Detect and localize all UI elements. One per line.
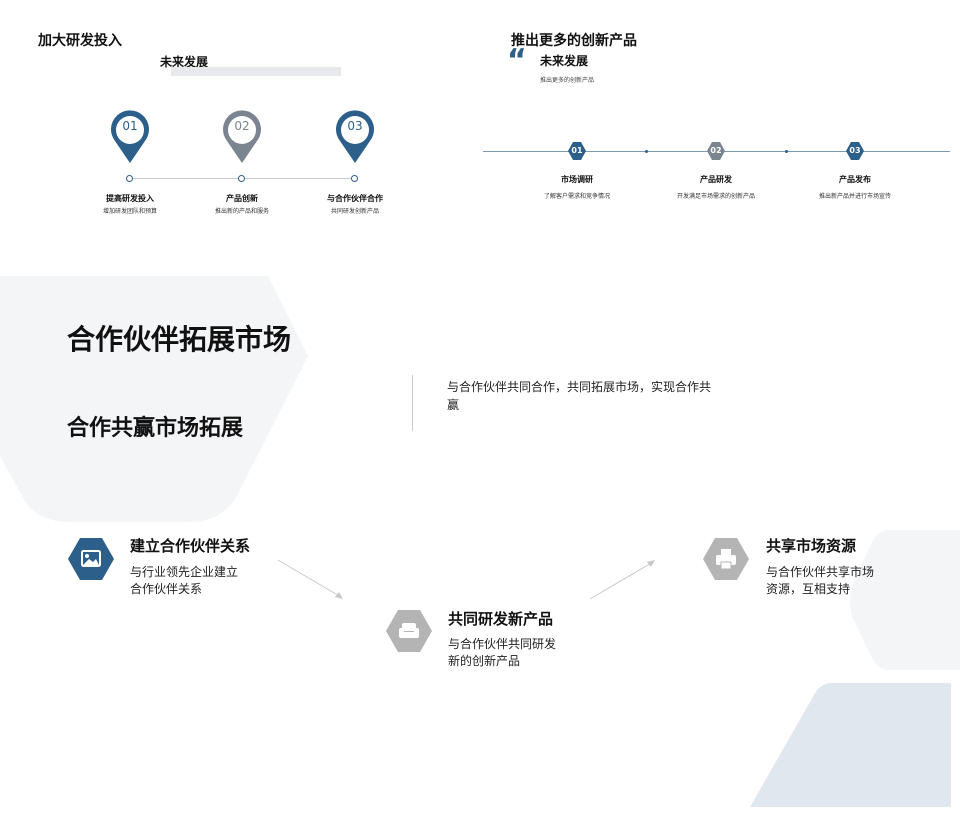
step-label: 产品研发 [700,175,732,184]
item-title: 共享市场资源 [766,537,857,555]
subtitle-bar [171,67,341,76]
panel-title: 推出更多的创新产品 [511,33,637,49]
timeline-node [351,175,358,182]
intro-text: 与合作伙伴共同合作，共同拓展市场，实现合作共赢 [447,380,712,412]
map-pin-icon: 03 [335,110,375,164]
step-desc: 了解客户需求和竞争情况 [543,193,610,200]
step-badge: 03 [845,141,865,161]
timeline-node [126,175,133,182]
background-hexagon-right [850,530,960,670]
timeline-dot [645,150,648,153]
panel-subtitle: 未来发展 [160,55,209,69]
step-label: 产品发布 [839,175,871,184]
page-title: 合作伙伴拓展市场 [67,323,292,356]
timeline-node [238,175,245,182]
panel-desc: 推出更多的创新产品 [540,77,595,84]
step-desc: 增加研发团队和预算 [102,208,157,215]
panel-subtitle: 未来发展 [540,54,589,68]
step-number: 03 [849,146,861,155]
item-title: 共同研发新产品 [448,610,554,628]
quote-icon: “ [507,43,527,78]
connector-arrow [589,560,655,600]
step-number: 02 [234,119,250,133]
sofa-icon [385,609,433,653]
step-number: 01 [571,146,583,155]
background-parallelogram [750,683,951,807]
item-desc: 与合作伙伴共享市场资源，互相支持 [766,565,875,596]
step-badge: 02 [706,141,726,161]
step-label: 产品创新 [226,194,258,203]
divider [412,375,413,431]
panel-title: 加大研发投入 [38,33,122,49]
step-number: 02 [710,146,722,155]
step-label: 市场调研 [561,175,593,184]
item-desc: 与行业领先企业建立合作伙伴关系 [130,565,239,596]
printer-icon [702,537,750,581]
background-hexagon-large [0,276,308,522]
item-title: 建立合作伙伴关系 [130,537,251,555]
page-subtitle: 合作共赢市场拓展 [67,416,244,441]
timeline-dot [785,150,788,153]
step-label: 与合作伙伴合作 [327,194,383,203]
step-number: 03 [347,119,363,133]
step-desc: 开发满足市场需求的创新产品 [676,193,755,200]
step-badge: 01 [567,141,587,161]
step-desc: 共同研发创新产品 [330,208,379,215]
step-label: 提高研发投入 [106,194,154,203]
item-desc: 与合作伙伴共同研发新的创新产品 [448,637,557,668]
map-pin-icon: 01 [110,110,150,164]
step-desc: 推出新的产品和服务 [214,208,269,215]
step-number: 01 [122,119,138,133]
step-desc: 推出新产品并进行市场宣传 [818,193,891,200]
image-icon [67,537,115,581]
map-pin-icon: 02 [222,110,262,164]
connector-arrow [277,559,343,599]
